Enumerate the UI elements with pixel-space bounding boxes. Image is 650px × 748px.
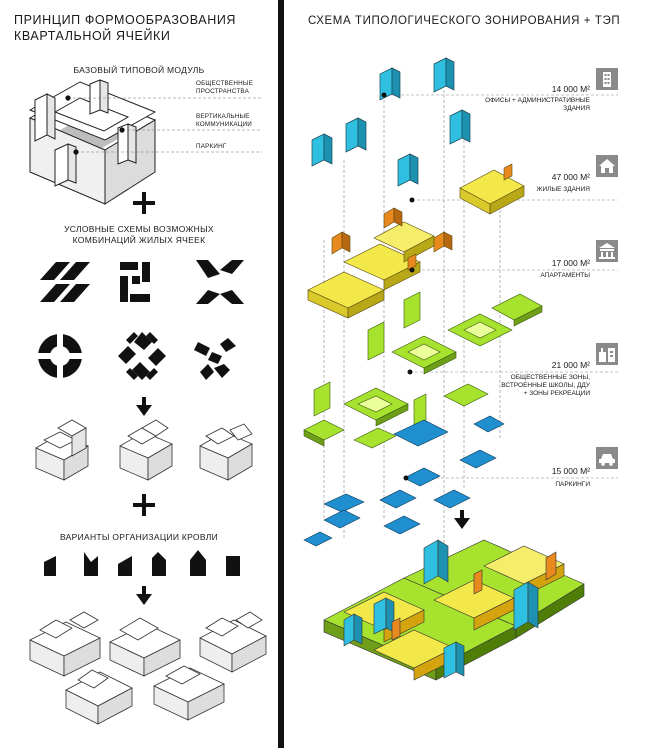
down-arrow-2-icon [136,586,152,605]
house-icon [596,155,618,177]
zone-office-value: 14 000 М² [551,84,590,94]
callout-vertical-line1: ВЕРТИКАЛЬНЫЕ [196,113,250,120]
public-buildings-icon [596,343,618,365]
zoning-isometric-drawing [303,57,618,681]
left-title: ПРИНЦИП ФОРМООБРАЗОВАНИЯ КВАРТАЛЬНОЙ ЯЧЕ… [14,12,236,44]
columns-building-icon [596,240,618,262]
roof-result-drawing [29,611,267,725]
callout-public: ОБЩЕСТВЕННЫЕ ПРОСТРАНСТВА [196,80,253,95]
panel-divider [278,0,284,748]
roof-pictograms [44,550,240,576]
zone-office-desc-line2: ЗДАНИЯ [563,105,590,112]
callout-vertical-line2: КОММУНИКАЦИИ [196,120,253,128]
zone-public-desc-line1: ОБЩЕСТВЕННЫЕ ЗОНЫ, [510,374,590,381]
callout-parking: ПАРКИНГ [196,143,227,150]
combinations-label-line1: УСЛОВНЫЕ СХЕМЫ ВОЗМОЖНЫХ [64,224,214,234]
combination-pictograms [34,260,244,382]
left-title-line1: ПРИНЦИП ФОРМООБРАЗОВАНИЯ [14,13,237,27]
zone-parking-value: 15 000 М² [551,466,590,476]
plus-sign-2 [133,494,155,516]
plus-sign-1 [133,192,155,214]
right-panel: СХЕМА ТИПОЛОГИЧЕСКОГО ЗОНИРОВАНИЯ + ТЭП [284,0,650,748]
zone-apartments-value: 17 000 М² [551,258,590,268]
zone-office-desc-line1: ОФИСЫ + АДМИНИСТРАТИВНЫЕ [485,97,590,104]
combinations-label: УСЛОВНЫЕ СХЕМЫ ВОЗМОЖНЫХ КОМБИНАЦИЙ ЖИЛЫ… [0,224,278,246]
zone-residential-value: 47 000 М² [551,172,590,182]
right-down-arrow-icon [454,518,470,529]
base-module-label: БАЗОВЫЙ ТИПОВОЙ МОДУЛЬ [73,65,205,75]
car-icon [596,447,618,469]
zone-public-desc-line3: + ЗОНЫ РЕКРЕАЦИИ [523,390,590,397]
right-title: СХЕМА ТИПОЛОГИЧЕСКОГО ЗОНИРОВАНИЯ + ТЭП [308,15,621,27]
right-down-arrow-shaft [460,510,464,520]
combinations-label-line2: КОМБИНАЦИЙ ЖИЛЫХ ЯЧЕЕК [72,235,206,245]
zone-parking-desc: ПАРКИНГИ [555,481,590,488]
base-module-drawing [28,79,262,205]
zone-public-desc: ОБЩЕСТВЕННЫЕ ЗОНЫ, ВСТРОЕННЫЕ ШКОЛЫ, ДДУ… [460,374,590,398]
callout-public-line2: ПРОСТРАНСТВА [196,87,249,95]
zone-apartments-desc: АПАРТАМЕНТЫ [540,272,590,279]
down-arrow-1-icon [136,397,152,416]
left-panel: ПРИНЦИП ФОРМООБРАЗОВАНИЯ КВАРТАЛЬНОЙ ЯЧЕ… [0,0,278,748]
zone-residential-desc: ЖИЛЫЕ ЗДАНИЯ [536,186,590,193]
combined-modules-drawing [35,419,253,481]
callout-public-line1: ОБЩЕСТВЕННЫЕ [196,80,253,87]
zone-office-desc: ОФИСЫ + АДМИНИСТРАТИВНЫЕ ЗДАНИЯ [460,97,590,113]
left-title-line2: КВАРТАЛЬНОЙ ЯЧЕЙКИ [14,29,171,43]
zone-public-desc-line2: ВСТРОЕННЫЕ ШКОЛЫ, ДДУ [501,382,590,389]
roof-variants-label: ВАРИАНТЫ ОРГАНИЗАЦИИ КРОВЛИ [59,532,219,542]
zone-public-value: 21 000 М² [551,360,590,370]
office-building-icon [596,68,618,90]
callout-vertical: ВЕРТИКАЛЬНЫЕ КОММУНИКАЦИИ [196,113,252,128]
